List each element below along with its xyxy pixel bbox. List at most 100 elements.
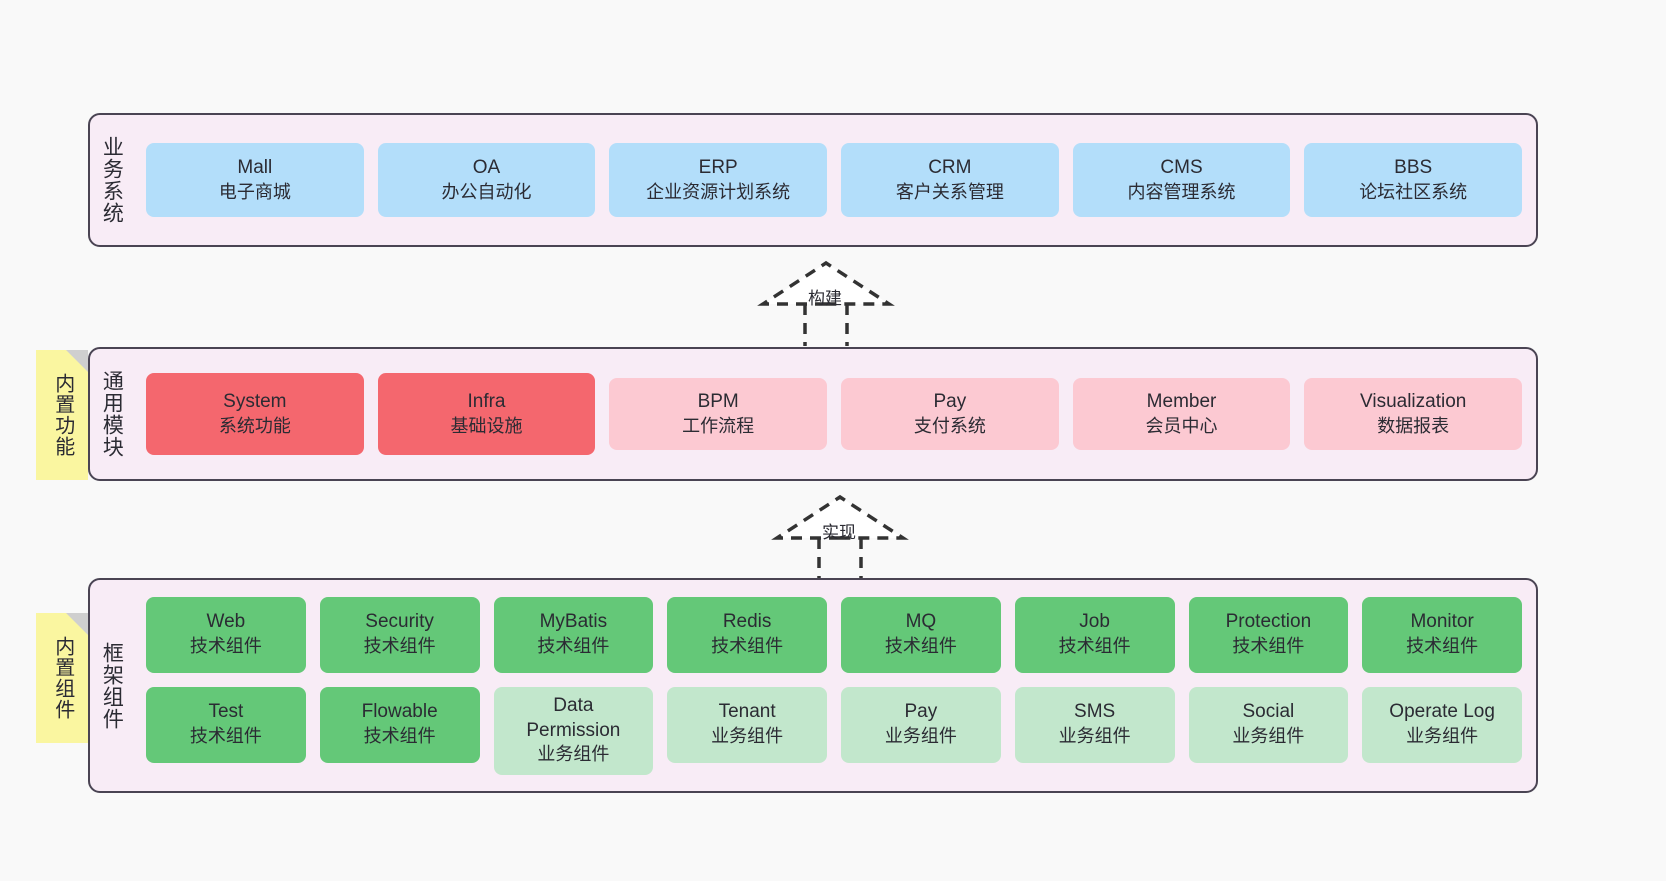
card-title: Pay — [904, 701, 938, 723]
framework-row-technical: Web 技术组件 Security 技术组件 MyBatis 技术组件 Redi… — [146, 596, 1522, 673]
card-subtitle: 技术组件 — [884, 636, 957, 657]
card-title: CMS — [1160, 156, 1203, 178]
card-subtitle: 业务组件 — [711, 726, 784, 747]
card-title: Web — [206, 611, 246, 633]
card-title: Member — [1146, 390, 1217, 412]
card-title: Test — [208, 701, 244, 723]
card-subtitle: 技术组件 — [189, 636, 262, 657]
card-operate-log[interactable]: Operate Log 业务组件 — [1362, 686, 1522, 763]
card-web[interactable]: Web 技术组件 — [146, 596, 306, 673]
card-subtitle: 技术组件 — [1058, 636, 1131, 657]
layer-title-common-module: 通用模块 — [100, 370, 124, 458]
card-subtitle: 数据报表 — [1377, 415, 1450, 436]
card-redis[interactable]: Redis 技术组件 — [667, 596, 827, 673]
card-title: ERP — [698, 156, 738, 178]
card-title: Social — [1242, 701, 1295, 723]
card-subtitle: 系统功能 — [218, 415, 291, 436]
card-subtitle: 业务组件 — [537, 744, 610, 765]
card-protection[interactable]: Protection 技术组件 — [1188, 596, 1349, 673]
card-subtitle: 支付系统 — [913, 415, 986, 436]
sticky-note-label: 内置组件 — [51, 636, 74, 720]
layer-title-framework-component: 框架组件 — [100, 641, 124, 730]
card-title: Flowable — [361, 701, 438, 723]
layer-framework-component: 框架组件 Web 技术组件 Security 技术组件 MyBatis 技术组件… — [88, 578, 1538, 793]
card-erp[interactable]: ERP 企业资源计划系统 — [609, 143, 828, 217]
card-subtitle: 业务组件 — [1058, 726, 1131, 747]
layer-body-common-module: System 系统功能 Infra 基础设施 BPM 工作流程 Pay 支付系统… — [132, 349, 1536, 479]
card-title: Operate Log — [1389, 701, 1495, 723]
card-infra[interactable]: Infra 基础设施 — [377, 373, 596, 455]
generalization-arrow-icon — [771, 494, 909, 580]
card-subtitle: 业务组件 — [1406, 726, 1479, 747]
layer-common-module: 通用模块 System 系统功能 Infra 基础设施 BPM 工作流程 Pay… — [88, 347, 1538, 481]
card-sms[interactable]: SMS 业务组件 — [1014, 686, 1175, 763]
card-bbs[interactable]: BBS 论坛社区系统 — [1304, 143, 1523, 217]
card-subtitle: 技术组件 — [363, 636, 436, 657]
card-mq[interactable]: MQ 技术组件 — [841, 596, 1001, 673]
card-subtitle: 技术组件 — [1232, 636, 1305, 657]
card-title: Infra — [467, 390, 506, 412]
card-mybatis[interactable]: MyBatis 技术组件 — [493, 596, 654, 673]
card-subtitle: 办公自动化 — [441, 181, 532, 202]
card-title: Visualization — [1360, 390, 1467, 412]
card-flowable[interactable]: Flowable 技术组件 — [319, 686, 480, 763]
card-subtitle: 内容管理系统 — [1127, 181, 1236, 202]
card-bpm[interactable]: BPM 工作流程 — [609, 378, 828, 450]
card-tenant[interactable]: Tenant 业务组件 — [667, 686, 827, 763]
card-subtitle: 技术组件 — [1406, 636, 1479, 657]
card-title: Pay — [933, 390, 967, 412]
card-title: MyBatis — [539, 611, 608, 633]
card-system[interactable]: System 系统功能 — [146, 373, 364, 455]
layer-body-framework-component: Web 技术组件 Security 技术组件 MyBatis 技术组件 Redi… — [132, 580, 1536, 791]
connector-build: 构建 — [757, 258, 918, 346]
generalization-arrow-icon — [757, 260, 895, 346]
card-title: Security — [365, 611, 434, 633]
sticky-note-builtin-function: 内置功能 — [36, 350, 88, 480]
card-mall[interactable]: Mall 电子商城 — [146, 143, 364, 217]
card-oa[interactable]: OA 办公自动化 — [377, 143, 596, 217]
card-test[interactable]: Test 技术组件 — [146, 686, 306, 763]
card-subtitle: 工作流程 — [682, 415, 755, 436]
card-subtitle: 技术组件 — [189, 726, 262, 747]
card-subtitle: 技术组件 — [363, 726, 436, 747]
card-pay[interactable]: Pay 支付系统 — [841, 378, 1059, 450]
card-title: Data Permission — [526, 695, 621, 741]
card-data-permission[interactable]: Data Permission 业务组件 — [493, 686, 654, 775]
card-monitor[interactable]: Monitor 技术组件 — [1362, 596, 1522, 673]
card-cms[interactable]: CMS 内容管理系统 — [1072, 143, 1291, 217]
card-title: Mall — [237, 156, 273, 178]
card-subtitle: 论坛社区系统 — [1359, 181, 1468, 202]
connector-implement: 实现 — [771, 492, 932, 580]
card-subtitle: 电子商城 — [218, 181, 291, 202]
layer-body-business-system: Mall 电子商城 OA 办公自动化 ERP 企业资源计划系统 CRM 客户关系… — [132, 115, 1536, 245]
card-pay-business[interactable]: Pay 业务组件 — [841, 686, 1001, 763]
sticky-note-builtin-component: 内置组件 — [36, 613, 88, 743]
folded-corner-icon — [66, 350, 88, 372]
card-job[interactable]: Job 技术组件 — [1014, 596, 1175, 673]
card-subtitle: 客户关系管理 — [895, 181, 1004, 202]
card-member[interactable]: Member 会员中心 — [1072, 378, 1291, 450]
card-title: SMS — [1074, 701, 1116, 723]
card-visualization[interactable]: Visualization 数据报表 — [1304, 378, 1523, 450]
card-subtitle: 业务组件 — [1232, 726, 1305, 747]
card-title: OA — [472, 156, 501, 178]
card-subtitle: 技术组件 — [711, 636, 784, 657]
card-subtitle: 业务组件 — [884, 726, 957, 747]
card-title: System — [223, 390, 287, 412]
card-social[interactable]: Social 业务组件 — [1188, 686, 1349, 763]
connector-implement-label: 实现 — [822, 523, 856, 542]
card-title: Protection — [1225, 611, 1312, 633]
card-title: Monitor — [1410, 611, 1474, 633]
card-crm[interactable]: CRM 客户关系管理 — [841, 143, 1059, 217]
card-title: MQ — [905, 611, 937, 633]
card-subtitle: 技术组件 — [537, 636, 610, 657]
card-subtitle: 会员中心 — [1145, 415, 1218, 436]
folded-corner-icon — [66, 613, 88, 635]
framework-row-business: Test 技术组件 Flowable 技术组件 Data Permission … — [146, 686, 1522, 775]
card-security[interactable]: Security 技术组件 — [319, 596, 480, 673]
sticky-note-label: 内置功能 — [51, 373, 74, 457]
layer-business-system: 业务系统 Mall 电子商城 OA 办公自动化 ERP 企业资源计划系统 CRM… — [88, 113, 1538, 247]
card-title: BBS — [1394, 156, 1433, 178]
card-title: Job — [1079, 611, 1110, 633]
card-title: Tenant — [718, 701, 776, 723]
